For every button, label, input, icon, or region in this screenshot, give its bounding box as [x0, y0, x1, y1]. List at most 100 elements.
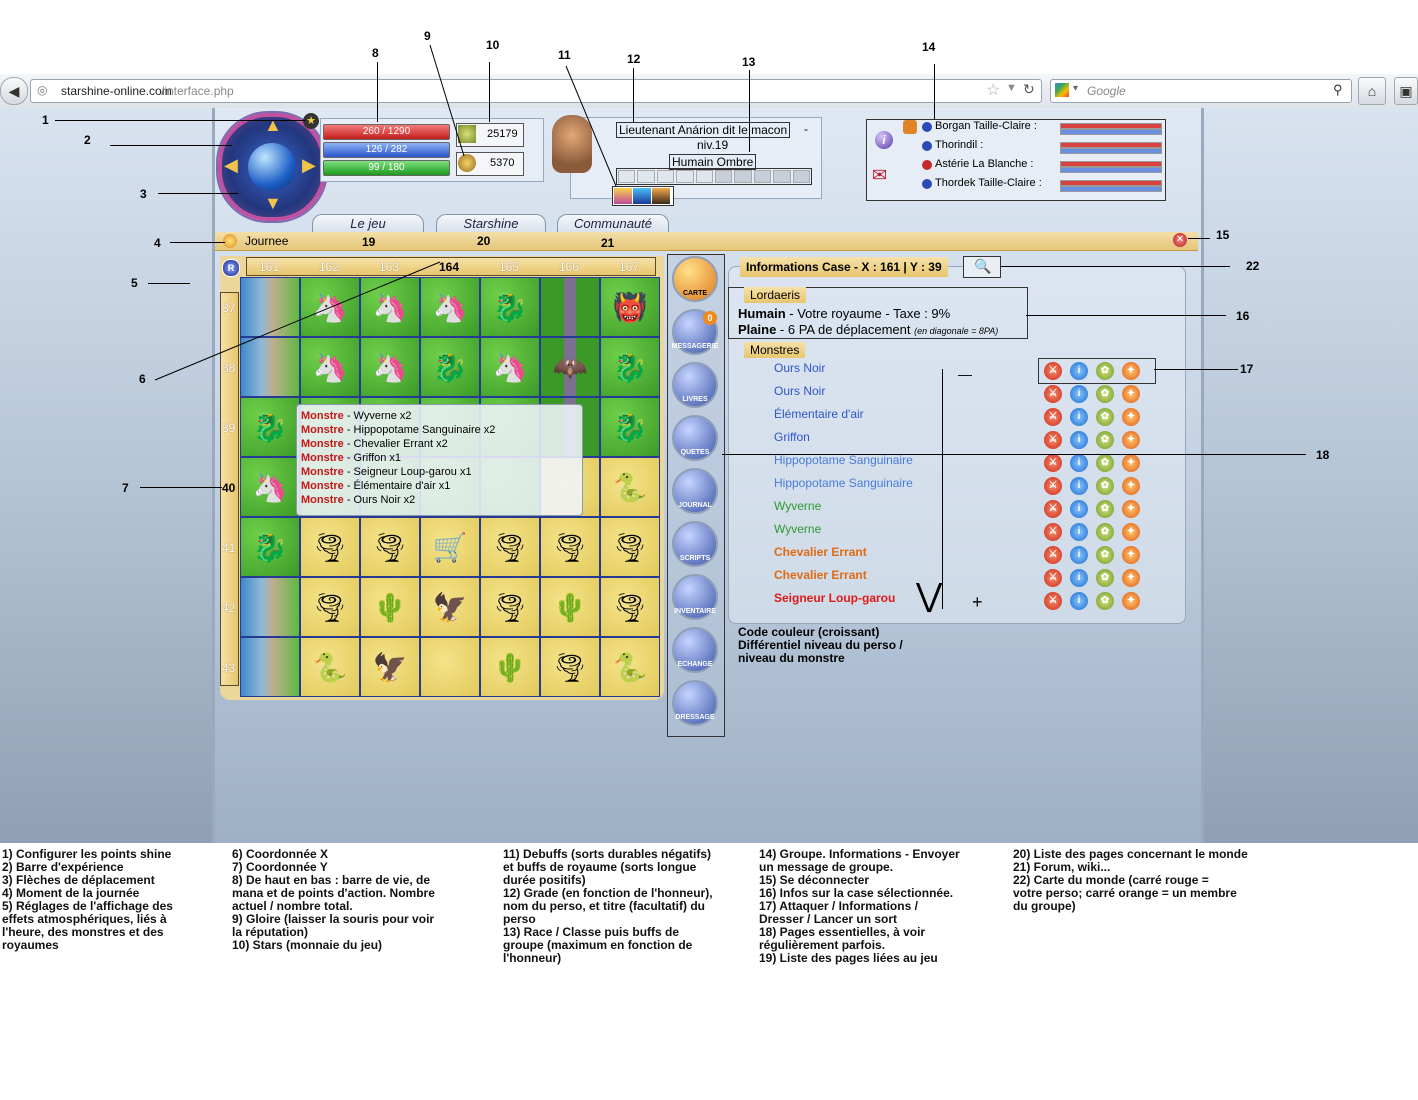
map-tile[interactable]: 🦅	[420, 577, 480, 637]
spell-icon[interactable]: ✦	[1122, 431, 1140, 449]
map-tile[interactable]: 🦄	[480, 337, 540, 397]
map-tile[interactable]	[540, 277, 600, 337]
info-icon[interactable]: i	[1070, 408, 1088, 426]
group-info-icon[interactable]: i	[875, 131, 893, 149]
info-icon[interactable]: i	[1070, 500, 1088, 518]
map-tile[interactable]: 🐉	[240, 397, 300, 457]
attack-icon[interactable]: ⚔	[1044, 385, 1062, 403]
arrow-left-icon[interactable]: ◀	[224, 155, 238, 175]
info-icon[interactable]: i	[1070, 477, 1088, 495]
tame-icon[interactable]: ✿	[1096, 500, 1114, 518]
kingdom-buff-icon[interactable]	[652, 188, 670, 204]
map-tile[interactable]: 🐉	[240, 517, 300, 577]
map-tile[interactable]: 🦄	[420, 277, 480, 337]
attack-icon[interactable]: ⚔	[1044, 408, 1062, 426]
attack-icon[interactable]: ⚔	[1044, 454, 1062, 472]
map-tile[interactable]: 🦄	[300, 337, 360, 397]
tab-communaute[interactable]: Communauté	[557, 214, 669, 233]
attack-icon[interactable]: ⚔	[1044, 431, 1062, 449]
info-icon[interactable]: i	[1070, 523, 1088, 541]
monster-name[interactable]: Chevalier Errant	[774, 545, 867, 559]
info-icon[interactable]: i	[1070, 546, 1088, 564]
spell-icon[interactable]: ✦	[1122, 477, 1140, 495]
dropdown-icon[interactable]: ▼	[1006, 82, 1017, 94]
side-button-carte[interactable]: CARTE	[672, 256, 718, 302]
tame-icon[interactable]: ✿	[1096, 408, 1114, 426]
monster-name[interactable]: Chevalier Errant	[774, 568, 867, 582]
reload-icon[interactable]: ↻	[1023, 81, 1035, 97]
attack-icon[interactable]: ⚔	[1044, 362, 1062, 380]
side-button-livres[interactable]: LIVRES	[672, 362, 718, 408]
side-button-journal[interactable]: JOURNAL	[672, 468, 718, 514]
attack-icon[interactable]: ⚔	[1044, 592, 1062, 610]
map-tile[interactable]: 🌵	[540, 577, 600, 637]
spell-icon[interactable]: ✦	[1122, 523, 1140, 541]
spell-icon[interactable]: ✦	[1122, 592, 1140, 610]
map-tile[interactable]: 🌵	[360, 577, 420, 637]
info-icon[interactable]: i	[1070, 592, 1088, 610]
map-tile[interactable]	[420, 637, 480, 697]
bookmark-star-icon[interactable]: ☆	[986, 82, 1001, 99]
attack-icon[interactable]: ⚔	[1044, 500, 1062, 518]
gloire-box[interactable]: 5370	[456, 152, 524, 176]
atmosphere-settings-icon[interactable]: R	[222, 259, 240, 277]
map-tile[interactable]	[240, 277, 300, 337]
info-icon[interactable]: i	[1070, 362, 1088, 380]
side-button-messagerie[interactable]: MESSAGERIE	[672, 309, 718, 355]
side-button-dressage[interactable]: DRESSAGE	[672, 680, 718, 726]
attack-icon[interactable]: ⚔	[1044, 546, 1062, 564]
tame-icon[interactable]: ✿	[1096, 385, 1114, 403]
debuff-icon[interactable]	[614, 188, 632, 204]
arrow-down-icon[interactable]: ▼	[264, 193, 282, 213]
info-icon[interactable]: i	[1070, 385, 1088, 403]
tame-icon[interactable]: ✿	[1096, 454, 1114, 472]
map-tile[interactable]: 🦄	[360, 277, 420, 337]
logout-icon[interactable]: ✕	[1173, 233, 1187, 247]
map-tile[interactable]: 🌪	[600, 517, 660, 577]
map-tile[interactable]: 🌪	[480, 577, 540, 637]
side-button-echange[interactable]: ECHANGE	[672, 627, 718, 673]
map-tile[interactable]: 🌪	[540, 517, 600, 577]
shine-config-star-icon[interactable]: ★	[303, 113, 319, 129]
monster-name[interactable]: Hippopotame Sanguinaire	[774, 476, 913, 490]
monster-name[interactable]: Élémentaire d'air	[774, 407, 864, 421]
map-tile[interactable]: 🌪	[300, 577, 360, 637]
group-member-name[interactable]: Thordek Taille-Claire :	[935, 177, 1042, 189]
tame-icon[interactable]: ✿	[1096, 523, 1114, 541]
side-button-quetes[interactable]: QUETES	[672, 415, 718, 461]
map-tile[interactable]: 🦇	[540, 337, 600, 397]
tame-icon[interactable]: ✿	[1096, 546, 1114, 564]
tab-starshine[interactable]: Starshine	[436, 214, 546, 233]
group-message-icon[interactable]: ✉	[872, 165, 888, 185]
back-button[interactable]: ◀	[0, 77, 28, 105]
group-member-name[interactable]: Astérie La Blanche :	[935, 158, 1034, 170]
map-tile[interactable]: 🛒	[420, 517, 480, 577]
map-tile[interactable]: 🦄	[300, 277, 360, 337]
map-tile[interactable]: 🐉	[600, 337, 660, 397]
group-member-name[interactable]: Thorindil :	[935, 139, 984, 151]
map-tile[interactable]: 🌪	[300, 517, 360, 577]
map-tile[interactable]: 🐍	[600, 457, 660, 517]
tab-le-jeu[interactable]: Le jeu	[312, 214, 424, 233]
attack-icon[interactable]: ⚔	[1044, 523, 1062, 541]
monster-name[interactable]: Wyverne	[774, 499, 822, 513]
map-tile[interactable]: 🐉	[420, 337, 480, 397]
spell-icon[interactable]: ✦	[1122, 546, 1140, 564]
map-tile[interactable]: 🦄	[360, 337, 420, 397]
attack-icon[interactable]: ⚔	[1044, 477, 1062, 495]
spell-icon[interactable]: ✦	[1122, 385, 1140, 403]
monster-name[interactable]: Seigneur Loup-garou	[774, 591, 896, 605]
address-bar[interactable]: ◎ starshine-online.com /interface.php ☆ …	[30, 79, 1042, 103]
map-tile[interactable]: 🦄	[240, 457, 300, 517]
side-button-inventaire[interactable]: INVENTAIRE	[672, 574, 718, 620]
tame-icon[interactable]: ✿	[1096, 569, 1114, 587]
map-tile[interactable]: 🐉	[480, 277, 540, 337]
monster-name[interactable]: Wyverne	[774, 522, 822, 536]
info-icon[interactable]: i	[1070, 569, 1088, 587]
spell-icon[interactable]: ✦	[1122, 362, 1140, 380]
tame-icon[interactable]: ✿	[1096, 592, 1114, 610]
monster-name[interactable]: Hippopotame Sanguinaire	[774, 453, 913, 467]
arrow-right-icon[interactable]: ▶	[302, 155, 316, 175]
info-icon[interactable]: i	[1070, 454, 1088, 472]
map-tile[interactable]: 🌪	[600, 577, 660, 637]
